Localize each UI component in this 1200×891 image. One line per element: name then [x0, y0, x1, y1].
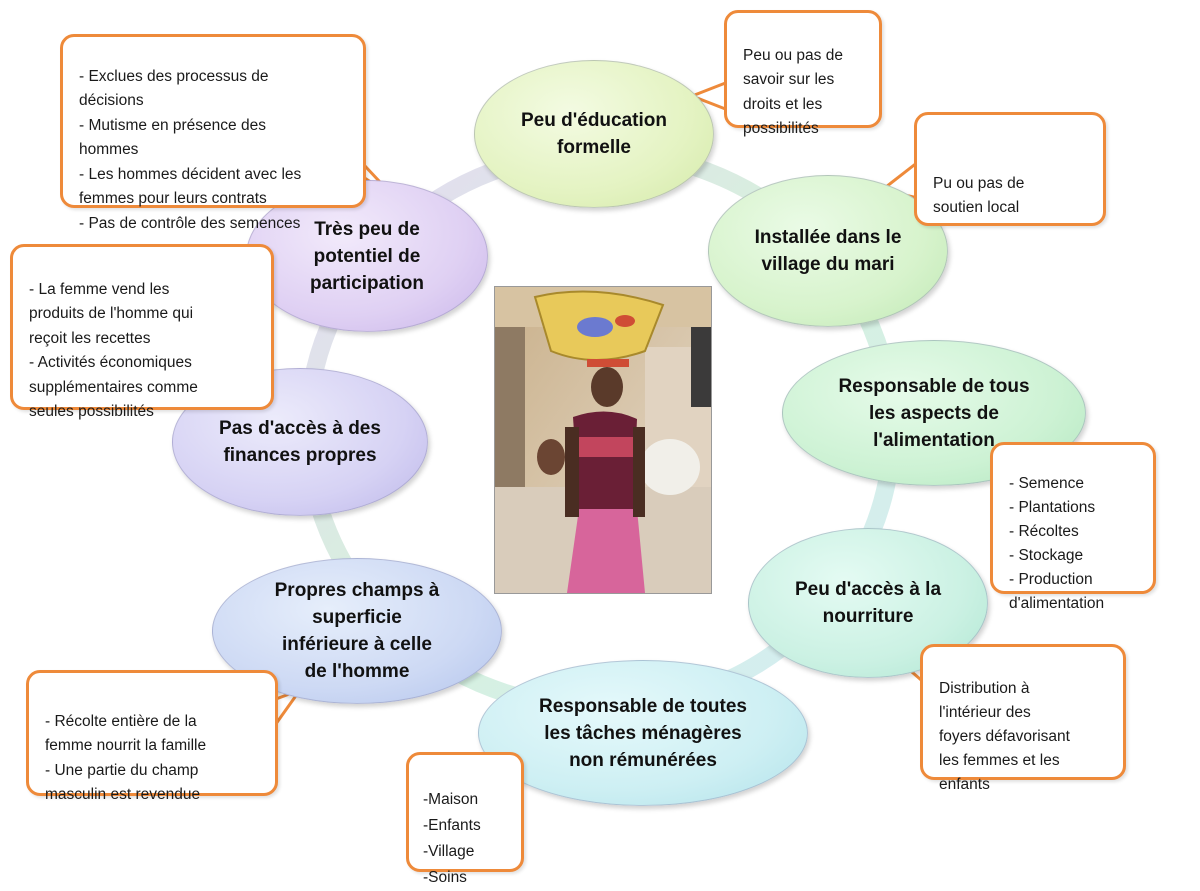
callout-soutien: Pu ou pas de soutien local — [914, 112, 1106, 226]
circle-label: Responsable de tous les aspects de l'ali… — [838, 375, 1030, 451]
callout-distribution: Distribution à l'intérieur des foyers dé… — [920, 644, 1126, 793]
circle-label: Très peu de potentiel de participation — [309, 218, 424, 294]
circle-label: Peu d'éducation formelle — [521, 110, 667, 158]
callout-text: Peu ou pas de savoir sur les droits et l… — [743, 46, 843, 138]
circle-label: Pas d'accès à des finances propres — [219, 418, 381, 466]
circle-menageres: Responsable de toutes les tâches ménagèr… — [478, 660, 808, 806]
circle-label: Propres champs à superficie inférieure à… — [274, 580, 440, 682]
circle-participation: Très peu de potentiel de participation — [246, 180, 488, 332]
callout-maison: -Maison -Enfants -Village -Soins — [406, 752, 524, 886]
callout-text: - Récolte entière de la femme nourrit la… — [45, 712, 207, 804]
callout-semence: - Semence - Plantations - Récoltes - Sto… — [990, 442, 1156, 612]
callout-text: - La femme vend les produits de l'homme … — [29, 280, 198, 421]
circle-label: Installée dans le village du mari — [754, 227, 902, 275]
circle-label: Peu d'accès à la nourriture — [794, 579, 942, 627]
callout-text: - Exclues des processus de décisions - M… — [79, 67, 302, 232]
circle-label: Responsable de toutes les tâches ménagèr… — [539, 695, 747, 771]
callout-text: Pu ou pas de soutien local — [933, 174, 1025, 217]
callout-vente: - La femme vend les produits de l'homme … — [10, 244, 274, 420]
circle-education: Peu d'éducation formelle — [474, 60, 714, 208]
callout-text: - Semence - Plantations - Récoltes - Sto… — [1009, 475, 1105, 612]
callout-savoir: Peu ou pas de savoir sur les droits et l… — [724, 10, 882, 137]
callout-recolte: - Récolte entière de la femme nourrit la… — [26, 670, 278, 803]
callout-decisions: - Exclues des processus de décisions - M… — [60, 34, 366, 232]
woman-photo — [494, 286, 712, 594]
callout-text: Distribution à l'intérieur des foyers dé… — [939, 680, 1070, 793]
callout-text: -Maison -Enfants -Village -Soins — [423, 791, 481, 886]
circle-village: Installée dans le village du mari — [708, 175, 948, 327]
